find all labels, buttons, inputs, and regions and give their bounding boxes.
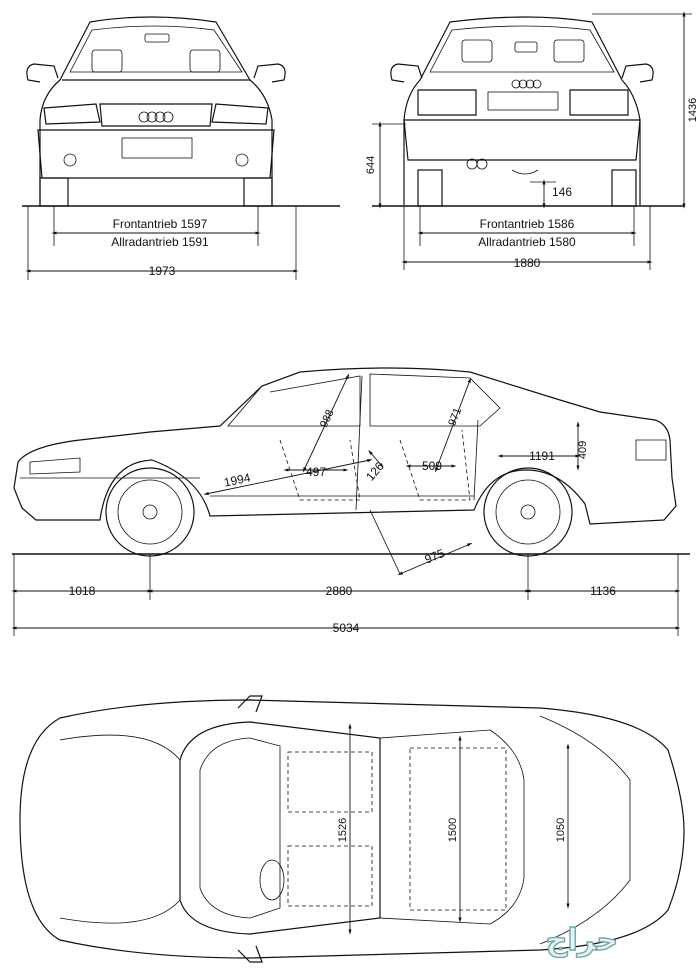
- rear-track-all-wheel: Allradantrieb 1580: [478, 235, 576, 249]
- front-track-front-drive: Frontantrieb 1597: [113, 217, 208, 231]
- side-view: 988 971 1994 497 126 509 975 1191 409 10…: [11, 367, 690, 636]
- top-rear-shoulder-width: 1500: [447, 818, 459, 842]
- side-overall-length: 5034: [333, 621, 360, 635]
- side-rear-headroom: 971: [446, 406, 464, 428]
- top-front-shoulder-width: 1526: [337, 818, 349, 842]
- side-wheelbase: 2880: [326, 584, 353, 598]
- haraj-watermark-logo: حراج: [545, 922, 619, 958]
- side-trunk-length: 1191: [529, 449, 555, 463]
- side-seat-offset: 126: [363, 459, 387, 484]
- top-view: 1526 1500 1050: [19, 695, 685, 963]
- rear-view: 644 146 1436 Frontantrieb 1586 Allradant…: [365, 11, 699, 270]
- rear-ground-clearance: 146: [552, 185, 572, 199]
- side-trunk-height: 409: [577, 441, 589, 459]
- side-rear-overhang: 1136: [590, 584, 616, 598]
- side-front-overhang: 1018: [69, 584, 96, 598]
- front-track-all-wheel: Allradantrieb 1591: [111, 235, 209, 249]
- side-front-leg-length: 1994: [223, 470, 252, 489]
- side-rear-leg-length: 975: [423, 546, 447, 567]
- rear-body-width: 1880: [514, 256, 541, 270]
- side-rear-knee-room: 509: [422, 459, 442, 473]
- rear-track-front-drive: Frontantrieb 1586: [480, 217, 575, 231]
- rear-overall-height: 1436: [687, 98, 699, 122]
- front-overall-width: 1973: [149, 264, 176, 278]
- svg-text:حراج: حراج: [546, 923, 618, 958]
- side-front-seat-travel: 497: [306, 465, 326, 479]
- top-trunk-width: 1050: [555, 818, 567, 842]
- front-view: Frontantrieb 1597 Allradantrieb 1591 197…: [22, 16, 340, 280]
- rear-sill-height: 644: [365, 156, 377, 174]
